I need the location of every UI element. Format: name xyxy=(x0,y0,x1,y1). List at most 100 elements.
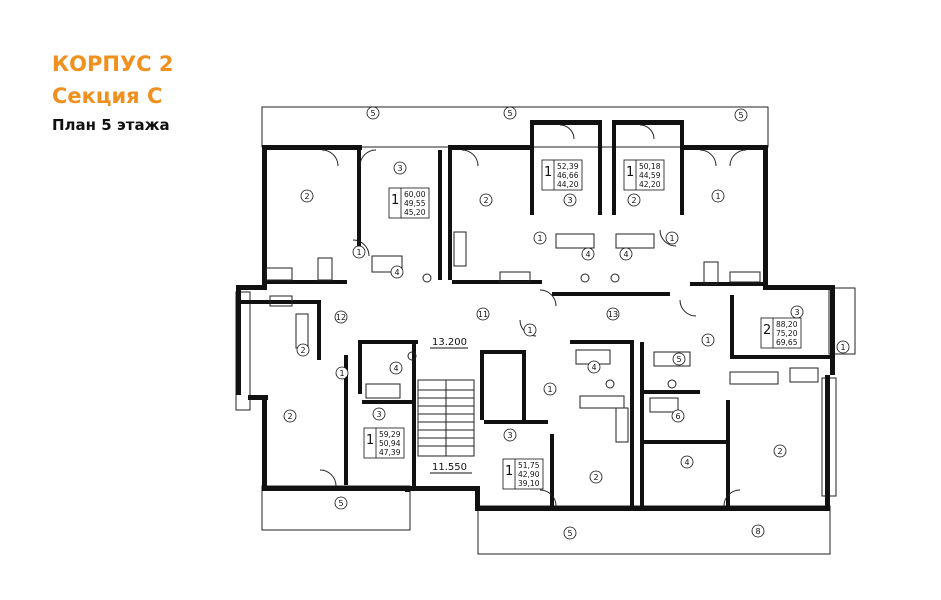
svg-text:5: 5 xyxy=(738,111,743,120)
apartment-area: 60,00 xyxy=(404,190,426,199)
room-marker: 5 xyxy=(503,106,517,120)
svg-text:5: 5 xyxy=(676,355,681,364)
apartment-rooms: 1 xyxy=(366,433,374,448)
apartment-area: 75,20 xyxy=(776,329,798,338)
svg-text:1: 1 xyxy=(537,234,542,243)
room-marker: 3 xyxy=(393,161,407,175)
svg-text:2: 2 xyxy=(300,346,305,355)
apartment-rooms: 1 xyxy=(505,464,513,479)
svg-text:4: 4 xyxy=(585,250,590,259)
room-marker: 11 xyxy=(476,307,490,321)
svg-text:13: 13 xyxy=(608,310,618,319)
room-marker: 5 xyxy=(334,496,348,510)
apartment-area: 47,39 xyxy=(379,448,401,457)
door-swings xyxy=(319,124,747,507)
room-marker: 3 xyxy=(790,305,804,319)
room-marker: 3 xyxy=(372,407,386,421)
svg-text:2: 2 xyxy=(777,447,782,456)
fixtures xyxy=(265,231,819,443)
svg-text:1: 1 xyxy=(669,234,674,243)
apartment-area: 50,94 xyxy=(379,439,401,448)
section-title: Секция С xyxy=(52,84,163,108)
svg-text:5: 5 xyxy=(370,109,375,118)
room-marker: 4 xyxy=(389,361,403,375)
apartment-area: 59,29 xyxy=(379,430,401,439)
svg-text:1: 1 xyxy=(356,248,361,257)
apartment-area: 39,10 xyxy=(518,479,540,488)
svg-text:1: 1 xyxy=(840,343,845,352)
room-marker: 1 xyxy=(701,333,715,347)
svg-text:11: 11 xyxy=(478,310,488,319)
apartment-area: 45,20 xyxy=(404,208,426,217)
room-marker: 1 xyxy=(543,382,557,396)
apartment-area: 50,18 xyxy=(639,162,661,171)
svg-text:1: 1 xyxy=(339,369,344,378)
svg-text:3: 3 xyxy=(507,431,512,440)
room-marker: 2 xyxy=(589,470,603,484)
room-marker: 4 xyxy=(587,360,601,374)
room-marker: 1 xyxy=(335,366,349,380)
svg-text:2: 2 xyxy=(287,412,292,421)
apartment-rooms: 1 xyxy=(626,165,634,180)
svg-text:4: 4 xyxy=(591,363,596,372)
apartment-area: 42,90 xyxy=(518,470,540,479)
svg-text:3: 3 xyxy=(794,308,799,317)
room-marker: 8 xyxy=(751,524,765,538)
level-marks: 13.200 11.550 xyxy=(430,337,472,474)
level-mark-lower: 11.550 xyxy=(432,462,467,473)
apartment-area: 42,20 xyxy=(639,180,661,189)
svg-text:1: 1 xyxy=(547,385,552,394)
svg-text:8: 8 xyxy=(755,527,760,536)
room-marker: 4 xyxy=(581,247,595,261)
room-marker: 1 xyxy=(533,231,547,245)
apartment-area: 44,59 xyxy=(639,171,661,180)
apartment-area: 88,20 xyxy=(776,320,798,329)
apartment-area: 52,39 xyxy=(557,162,579,171)
svg-text:4: 4 xyxy=(394,268,399,277)
room-marker: 3 xyxy=(503,428,517,442)
room-marker: 5 xyxy=(734,108,748,122)
svg-text:3: 3 xyxy=(567,196,572,205)
apartment-area: 51,75 xyxy=(518,461,540,470)
level-mark-upper: 13.200 xyxy=(432,337,467,348)
room-marker: 1 xyxy=(352,245,366,259)
svg-text:4: 4 xyxy=(623,250,628,259)
svg-text:3: 3 xyxy=(397,164,402,173)
svg-text:5: 5 xyxy=(338,499,343,508)
room-marker: 2 xyxy=(300,189,314,203)
building-title: КОРПУС 2 xyxy=(52,52,174,76)
room-marker: 5 xyxy=(672,352,686,366)
room-marker: 13 xyxy=(606,307,620,321)
room-marker: 12 xyxy=(334,310,348,324)
svg-text:1: 1 xyxy=(527,326,532,335)
room-marker: 2 xyxy=(773,444,787,458)
interior-walls xyxy=(241,125,830,506)
room-marker: 5 xyxy=(563,526,577,540)
room-marker: 2 xyxy=(296,343,310,357)
room-marker: 2 xyxy=(479,193,493,207)
apartment-area: 46,66 xyxy=(557,171,579,180)
floor-plan-title: План 5 этажа xyxy=(52,116,170,134)
room-marker: 1 xyxy=(836,340,850,354)
room-marker: 5 xyxy=(366,106,380,120)
apartment-area: 44,20 xyxy=(557,180,579,189)
apartment-area: 49,55 xyxy=(404,199,426,208)
apartment-rooms: 1 xyxy=(391,193,399,208)
svg-text:2: 2 xyxy=(631,196,636,205)
exterior-walls xyxy=(236,120,835,511)
svg-text:12: 12 xyxy=(336,313,346,322)
room-marker: 4 xyxy=(619,247,633,261)
room-marker: 6 xyxy=(671,409,685,423)
svg-text:1: 1 xyxy=(705,336,710,345)
svg-text:6: 6 xyxy=(675,412,680,421)
apartment-rooms: 2 xyxy=(763,323,771,338)
apartment-area: 69,65 xyxy=(776,338,798,347)
